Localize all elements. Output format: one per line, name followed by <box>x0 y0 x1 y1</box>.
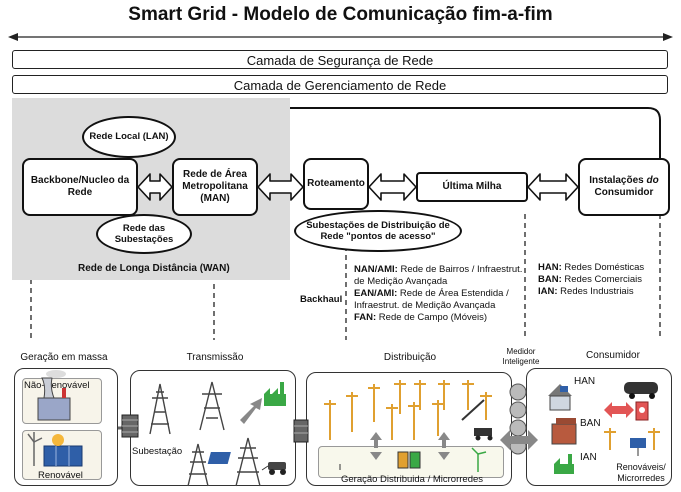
renewables-microgrid-label: Renováveis/ Microrredes <box>616 462 666 483</box>
utility-truck-icon <box>461 399 493 441</box>
double-arrow-icon <box>137 173 173 201</box>
list-item: FAN: Rede de Campo (Móveis) <box>354 312 488 323</box>
consumer-premises-text-a: Instalações <box>589 175 647 186</box>
backhaul-label: Backhaul <box>300 294 343 305</box>
distributed-generation-label: Geração Distribuida / Microrredes <box>340 474 484 485</box>
stage-distribution-label: Distribuição <box>383 352 437 363</box>
han-label: HAN <box>574 376 596 387</box>
solar-panel-icon <box>43 434 83 467</box>
factory-icon <box>264 382 286 406</box>
lan-oval: Rede Local (LAN) <box>82 116 176 158</box>
consumer-premises-text-c: Consumidor <box>594 187 654 198</box>
stage-transmission-label: Transmissão <box>186 352 244 363</box>
double-arrow-icon <box>257 173 304 201</box>
ev-charger-icon <box>635 401 649 421</box>
list-item: NAN/AMI: Rede de Bairros / Infraestrut. … <box>354 264 523 287</box>
substation-label: Subestação <box>132 446 183 457</box>
solar-panel-icon <box>630 438 646 456</box>
wind-turbine-icon <box>471 447 487 472</box>
wan-label: Rede de Longa Distância (WAN) <box>78 263 230 274</box>
solar-panel-icon <box>207 452 341 470</box>
vertical-arrow-icon <box>370 432 450 460</box>
page-title: Smart Grid - Modelo de Comunicação fim-a… <box>128 4 553 25</box>
consumer-network-list: HAN: Redes Domésticas BAN: Redes Comerci… <box>538 262 673 298</box>
utility-pole-icon <box>324 380 492 440</box>
ban-label: BAN <box>580 418 601 429</box>
ian-label: IAN <box>580 452 597 463</box>
transformer-icon <box>121 414 139 438</box>
double-arrow-icon <box>500 430 538 450</box>
distribution-substations-oval: Subestações de Distribuição de Rede "pon… <box>294 210 462 252</box>
last-mile-box: Última Milha <box>416 172 528 202</box>
non-renewable-label: Não-Renovável <box>24 380 90 391</box>
battery-icon <box>397 451 421 469</box>
man-box: Rede de Área Metropolitana (MAN) <box>172 158 258 216</box>
utility-pole-icon <box>604 428 660 450</box>
double-arrow-icon <box>368 173 417 201</box>
list-item: HAN: Redes Domésticas <box>538 262 645 273</box>
routing-box: Roteamento <box>303 158 369 210</box>
factory-icon <box>554 454 574 474</box>
wind-turbine-icon <box>27 432 43 466</box>
substation-net-oval: Rede das Subestações <box>96 214 192 254</box>
list-item: IAN: Redes Industriais <box>538 286 634 297</box>
consumer-premises-box: Instalações do Consumidor <box>578 158 670 216</box>
consumer-premises-text-b: do <box>646 175 659 186</box>
stage-consumer-label: Consumidor <box>586 350 640 361</box>
electric-car-icon <box>624 382 658 399</box>
electric-vehicle-icon <box>261 462 286 475</box>
commercial-building-icon <box>551 418 577 445</box>
backbone-box: Backbone/Nucleo da Rede <box>22 158 138 216</box>
renewable-label: Renovável <box>38 470 83 481</box>
power-plant-icon <box>37 370 71 421</box>
double-arrow-icon <box>527 173 579 201</box>
security-layer-bar: Camada de Segurança de Rede <box>12 50 668 69</box>
double-arrow-icon <box>604 402 634 418</box>
management-layer-bar: Camada de Gerenciamento de Rede <box>12 75 668 94</box>
stage-generation-label: Geração em massa <box>20 352 108 363</box>
transmission-tower-icon <box>149 381 261 487</box>
list-item: EAN/AMI: Rede de Área Estendida / Infrae… <box>354 288 509 311</box>
distribution-network-list: NAN/AMI: Rede de Bairros / Infraestrut. … <box>354 264 524 324</box>
house-icon <box>548 384 572 411</box>
list-item: BAN: Redes Comerciais <box>538 274 642 285</box>
transformer-icon <box>293 419 309 443</box>
stage-smart-meter-label: Medidor Inteligente <box>502 347 540 366</box>
